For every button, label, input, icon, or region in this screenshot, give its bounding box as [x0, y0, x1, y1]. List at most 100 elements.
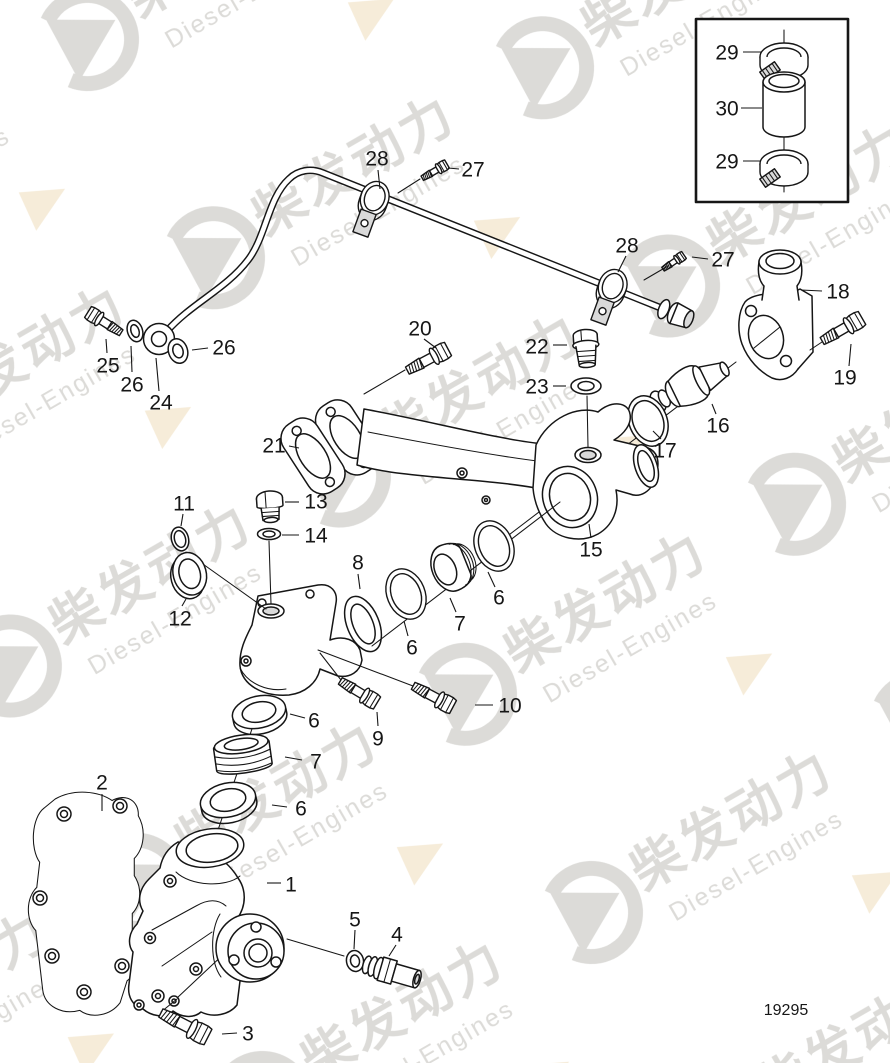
callout-23: 23 [525, 376, 548, 399]
leader-line [131, 346, 132, 372]
leader-line [448, 168, 459, 169]
plug-13 [256, 490, 284, 523]
callout-17: 17 [653, 440, 676, 463]
callout-14: 14 [304, 525, 328, 548]
leader-line [692, 257, 708, 259]
leader-line [156, 358, 159, 391]
plug-22 [572, 329, 601, 369]
callout-3: 3 [242, 1023, 254, 1046]
grooved-sleeve-7-lower [212, 731, 273, 776]
bolt-3 [155, 999, 214, 1048]
o-ring-17 [621, 390, 676, 452]
callout-6: 6 [295, 798, 307, 821]
thermostat-housing-18 [739, 250, 813, 380]
callout-11: 11 [173, 493, 195, 516]
callout-26: 26 [212, 337, 235, 360]
leader-line [289, 446, 299, 448]
callout-24: 24 [149, 392, 173, 415]
callout-6: 6 [493, 587, 505, 610]
callout-10: 10 [498, 695, 521, 718]
callout-7: 7 [310, 751, 322, 774]
callout-26: 26 [120, 374, 143, 397]
callout-1: 1 [285, 874, 297, 897]
seal-ring-12 [165, 549, 212, 603]
leader-line [801, 290, 822, 291]
leader-line [377, 712, 378, 726]
callout-29: 29 [715, 151, 738, 174]
callout-5: 5 [349, 909, 361, 932]
callout-27: 27 [461, 159, 484, 182]
callout-27: 27 [711, 249, 734, 272]
leader-line [404, 621, 408, 636]
seal-ring-6-upper [229, 691, 290, 739]
bolt-20 [364, 340, 453, 394]
callout-19: 19 [833, 367, 856, 390]
callout-16: 16 [706, 415, 729, 438]
callout-29: 29 [715, 42, 738, 65]
o-ring-11 [169, 525, 192, 553]
leader-line [285, 757, 302, 760]
callout-12: 12 [168, 608, 191, 631]
sealing-washer-26-left [124, 318, 145, 344]
callout-6: 6 [308, 710, 320, 733]
hose-clamp-29-bottom [759, 149, 809, 189]
leader-line [424, 339, 436, 348]
fitting-4 [360, 952, 424, 991]
clamp-screw-27-left [398, 158, 451, 193]
leader-line [358, 574, 360, 589]
pipe-end-fitting [655, 297, 697, 331]
callout-6: 6 [406, 637, 418, 660]
leader-line [450, 598, 456, 612]
callout-7: 7 [454, 613, 466, 636]
washer-23 [571, 378, 601, 447]
leader-line [181, 514, 183, 526]
leader-line [290, 714, 305, 718]
leader-line [653, 431, 661, 439]
coolant-manifold-15 [309, 393, 663, 539]
leader-line [712, 404, 716, 414]
leader-line [488, 572, 495, 587]
callout-21: 21 [262, 435, 285, 458]
leader-line [272, 805, 287, 807]
leader-line [192, 348, 208, 350]
callout-8: 8 [352, 552, 364, 575]
washer-5 [345, 949, 365, 973]
callout-4: 4 [391, 924, 403, 947]
callout-20: 20 [408, 318, 431, 341]
fitting-axis-line [287, 939, 344, 956]
hose-30 [763, 72, 805, 137]
hose-detail-inset [696, 19, 848, 202]
leader-line [389, 945, 396, 956]
sealing-washer-26-right [165, 336, 191, 366]
banjo-connector-24 [144, 324, 175, 355]
leader-line [354, 930, 355, 949]
clamp-screw-27-right [644, 250, 688, 280]
callout-9: 9 [372, 728, 384, 751]
callout-18: 18 [826, 281, 849, 304]
gasket-2 [30, 793, 142, 1013]
bolt-9 [320, 653, 383, 711]
leader-line [849, 344, 851, 366]
drawing-number: 19295 [764, 1002, 809, 1019]
bolt-10 [318, 650, 458, 716]
callout-2: 2 [96, 772, 108, 795]
callout-30: 30 [715, 98, 738, 121]
bolt-19 [810, 309, 868, 350]
water-pump-1 [129, 824, 284, 1016]
leader-line [618, 256, 626, 272]
callout-25: 25 [96, 355, 119, 378]
callout-28: 28 [365, 148, 388, 171]
leader-line [378, 170, 380, 189]
seal-ring-6-lower [197, 778, 260, 829]
leader-line [182, 599, 186, 606]
callout-15: 15 [579, 539, 602, 562]
leader-line [222, 1033, 237, 1034]
coolant-pipe [167, 170, 697, 331]
leader-line [106, 339, 107, 353]
gasket-21 [274, 412, 351, 501]
callout-22: 22 [525, 336, 548, 359]
leader-line [589, 524, 591, 538]
